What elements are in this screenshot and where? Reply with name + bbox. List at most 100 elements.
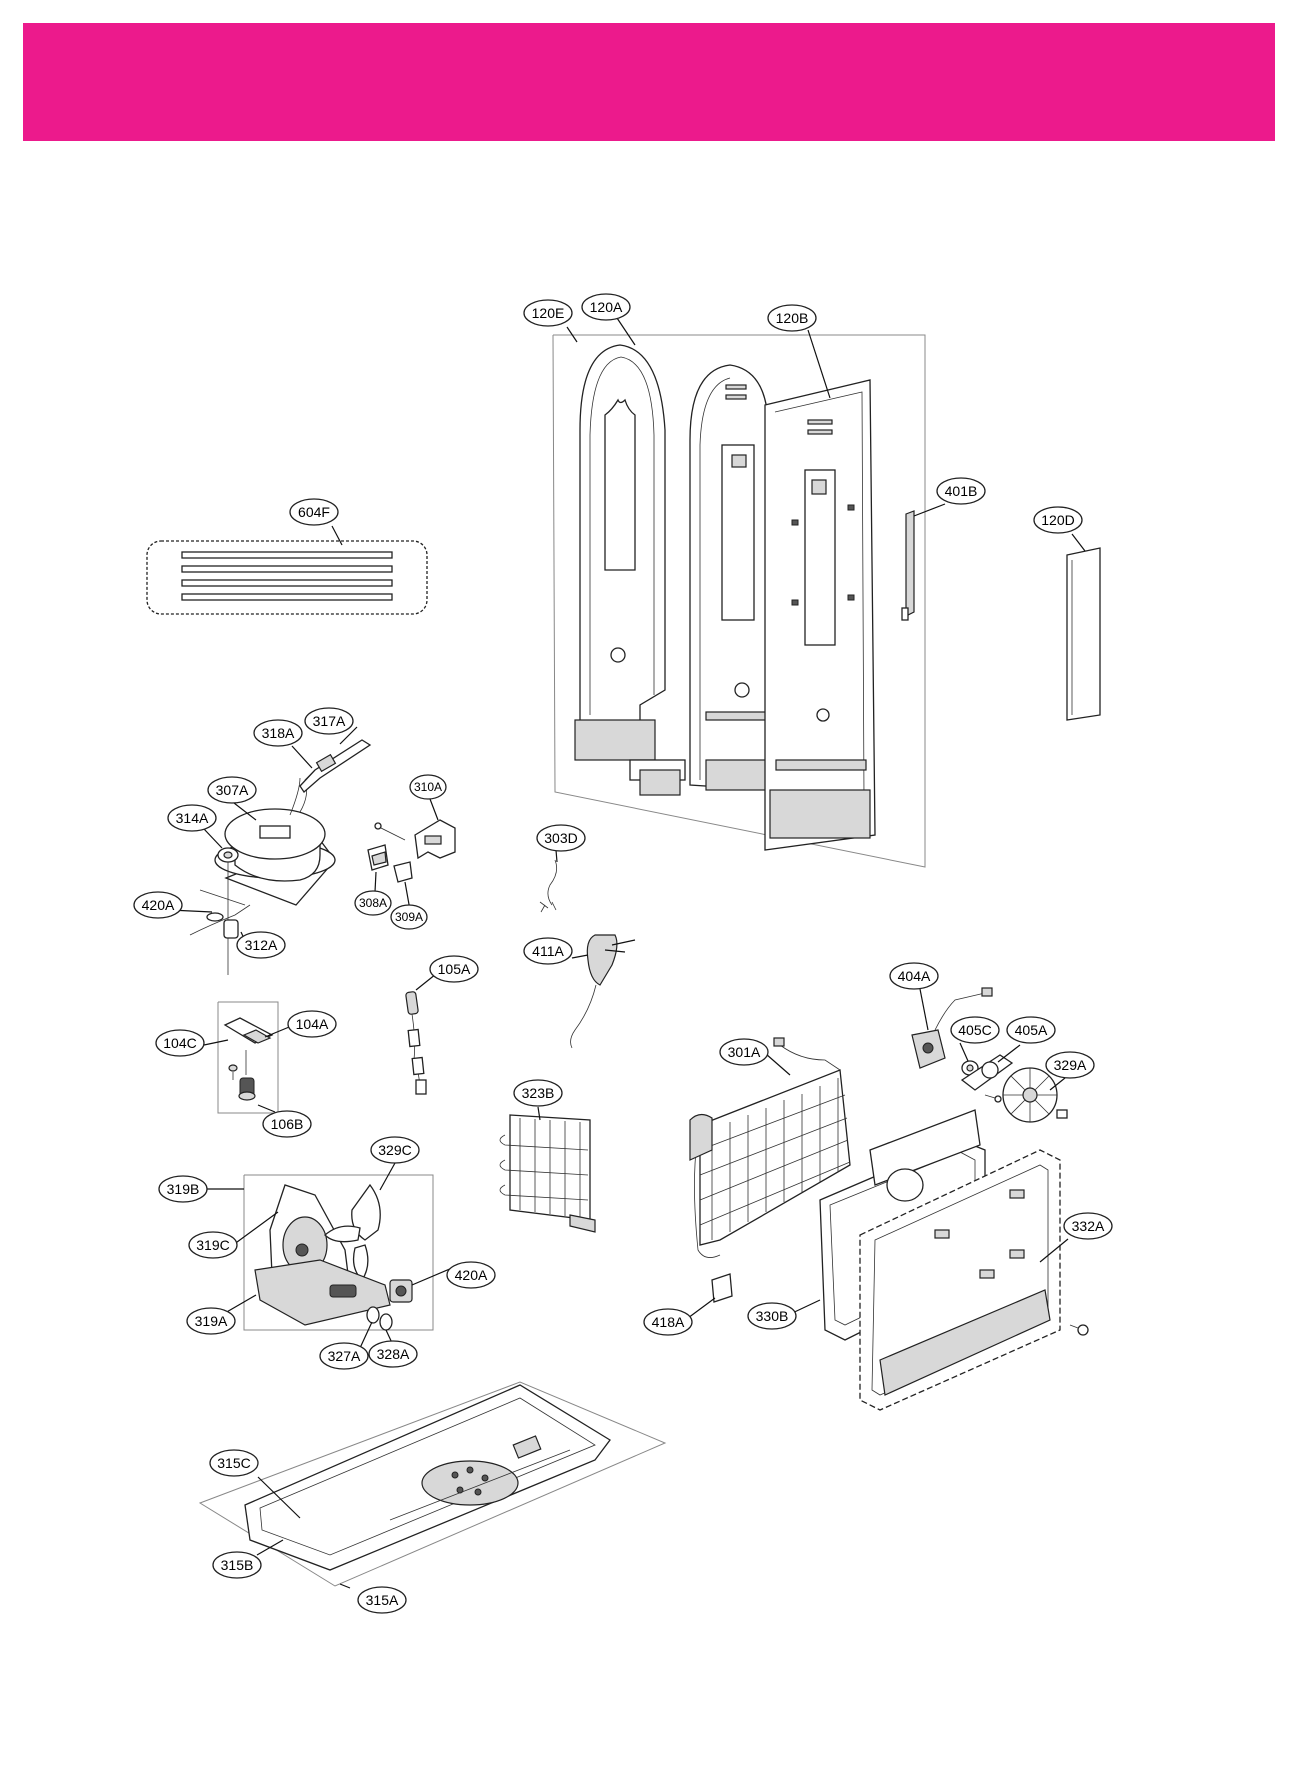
svg-text:309A: 309A — [395, 910, 423, 924]
part-404A-fan-motor — [911, 987, 993, 1069]
part-105A-drier — [405, 991, 427, 1095]
part-310A-relay — [374, 819, 456, 860]
svg-text:307A: 307A — [216, 782, 249, 798]
svg-text:420A: 420A — [142, 897, 175, 913]
callout-319B: 319B — [158, 1175, 208, 1203]
part-323B-condenser — [499, 1114, 596, 1233]
callout-330B: 330B — [747, 1302, 797, 1330]
callout-327A: 327A — [319, 1342, 369, 1370]
callout-308A: 308A — [354, 890, 392, 916]
callout-420A-a: 420A — [133, 891, 183, 919]
callout-105A: 105A — [429, 955, 479, 983]
svg-text:329A: 329A — [1054, 1057, 1087, 1073]
part-120D-panel — [1066, 547, 1101, 721]
svg-text:308A: 308A — [359, 896, 387, 910]
screw-icon — [1069, 1324, 1089, 1336]
svg-text:315B: 315B — [221, 1557, 254, 1573]
svg-text:315C: 315C — [217, 1455, 250, 1471]
part-308A-clip — [367, 844, 389, 871]
part-309A-cover — [393, 861, 413, 883]
svg-text:405C: 405C — [958, 1022, 991, 1038]
door-assembly-frame — [552, 334, 926, 868]
part-301A-evaporator — [689, 1037, 851, 1258]
svg-text:319A: 319A — [195, 1313, 228, 1329]
part-307A-compressor — [214, 769, 336, 906]
fan-assembly-frame — [243, 1174, 434, 1331]
callout-312A: 312A — [236, 931, 286, 959]
part-420A-motor — [389, 1279, 413, 1303]
svg-text:106B: 106B — [271, 1116, 304, 1132]
callout-401B: 401B — [936, 477, 986, 505]
svg-text:401B: 401B — [945, 483, 978, 499]
svg-text:319B: 319B — [167, 1181, 200, 1197]
svg-text:418A: 418A — [652, 1314, 685, 1330]
callout-315B: 315B — [212, 1551, 262, 1579]
svg-text:314A: 314A — [176, 810, 209, 826]
svg-text:319C: 319C — [196, 1237, 229, 1253]
callout-104A: 104A — [287, 1010, 337, 1038]
svg-text:317A: 317A — [313, 713, 346, 729]
callout-319C: 319C — [188, 1231, 238, 1259]
part-120B-door-liner — [764, 379, 876, 851]
svg-text:315A: 315A — [366, 1592, 399, 1608]
svg-text:120B: 120B — [776, 310, 809, 326]
part-317A-318A-tube — [299, 739, 372, 793]
callout-120A: 120A — [581, 293, 631, 321]
callout-106B: 106B — [262, 1110, 312, 1138]
part-420A-plug-wire — [189, 889, 251, 936]
svg-text:330B: 330B — [756, 1308, 789, 1324]
callout-120B: 120B — [767, 304, 817, 332]
callout-310A: 310A — [409, 774, 447, 800]
callout-404A: 404A — [889, 962, 939, 990]
callout-318A: 318A — [253, 719, 303, 747]
part-327A-328A-caps — [366, 1306, 393, 1331]
callout-328A: 328A — [368, 1340, 418, 1368]
callout-120E: 120E — [523, 299, 573, 327]
callout-301A: 301A — [719, 1038, 769, 1066]
svg-text:411A: 411A — [532, 943, 564, 959]
callout-405C: 405C — [950, 1016, 1000, 1044]
svg-text:105A: 105A — [438, 961, 471, 977]
svg-text:329C: 329C — [378, 1142, 411, 1158]
callout-418A: 418A — [643, 1308, 693, 1336]
svg-text:104A: 104A — [296, 1016, 329, 1032]
part-315B-base-pan — [244, 1384, 611, 1571]
callout-307A: 307A — [207, 776, 257, 804]
callout-120D: 120D — [1033, 506, 1083, 534]
svg-text:120D: 120D — [1041, 512, 1074, 528]
svg-text:328A: 328A — [377, 1346, 410, 1362]
svg-text:327A: 327A — [328, 1348, 361, 1364]
svg-text:323B: 323B — [522, 1085, 555, 1101]
svg-text:420A: 420A — [455, 1267, 488, 1283]
callout-319A: 319A — [186, 1307, 236, 1335]
callout-323B: 323B — [513, 1079, 563, 1107]
part-332A-shroud — [859, 1149, 1061, 1411]
callout-420A-b: 420A — [446, 1261, 496, 1289]
callout-314A: 314A — [167, 804, 217, 832]
svg-text:120E: 120E — [532, 305, 565, 321]
svg-text:104C: 104C — [163, 1035, 196, 1051]
svg-text:120A: 120A — [590, 299, 623, 315]
callout-104C: 104C — [155, 1029, 205, 1057]
svg-text:301A: 301A — [728, 1044, 761, 1060]
callout-604F: 604F — [289, 498, 339, 526]
callout-405A: 405A — [1006, 1016, 1056, 1044]
part-106B-spacer — [228, 1050, 256, 1101]
callout-309A: 309A — [390, 904, 428, 930]
svg-text:310A: 310A — [414, 780, 442, 794]
part-120E-back-panel — [574, 344, 686, 796]
svg-text:303D: 303D — [544, 830, 577, 846]
callout-329A: 329A — [1045, 1051, 1095, 1079]
part-315A-base-outline — [198, 1381, 667, 1587]
svg-text:404A: 404A — [898, 968, 931, 984]
callout-332A: 332A — [1063, 1212, 1113, 1240]
svg-text:405A: 405A — [1015, 1022, 1048, 1038]
svg-text:604F: 604F — [298, 504, 330, 520]
part-314A-grommet — [217, 847, 239, 863]
part-329A-impeller — [1002, 1067, 1068, 1123]
svg-text:312A: 312A — [245, 937, 278, 953]
screw-icon — [984, 1094, 1002, 1103]
callout-411A: 411A — [523, 937, 573, 965]
svg-text:332A: 332A — [1072, 1218, 1105, 1234]
part-104A-bracket — [223, 1017, 274, 1044]
